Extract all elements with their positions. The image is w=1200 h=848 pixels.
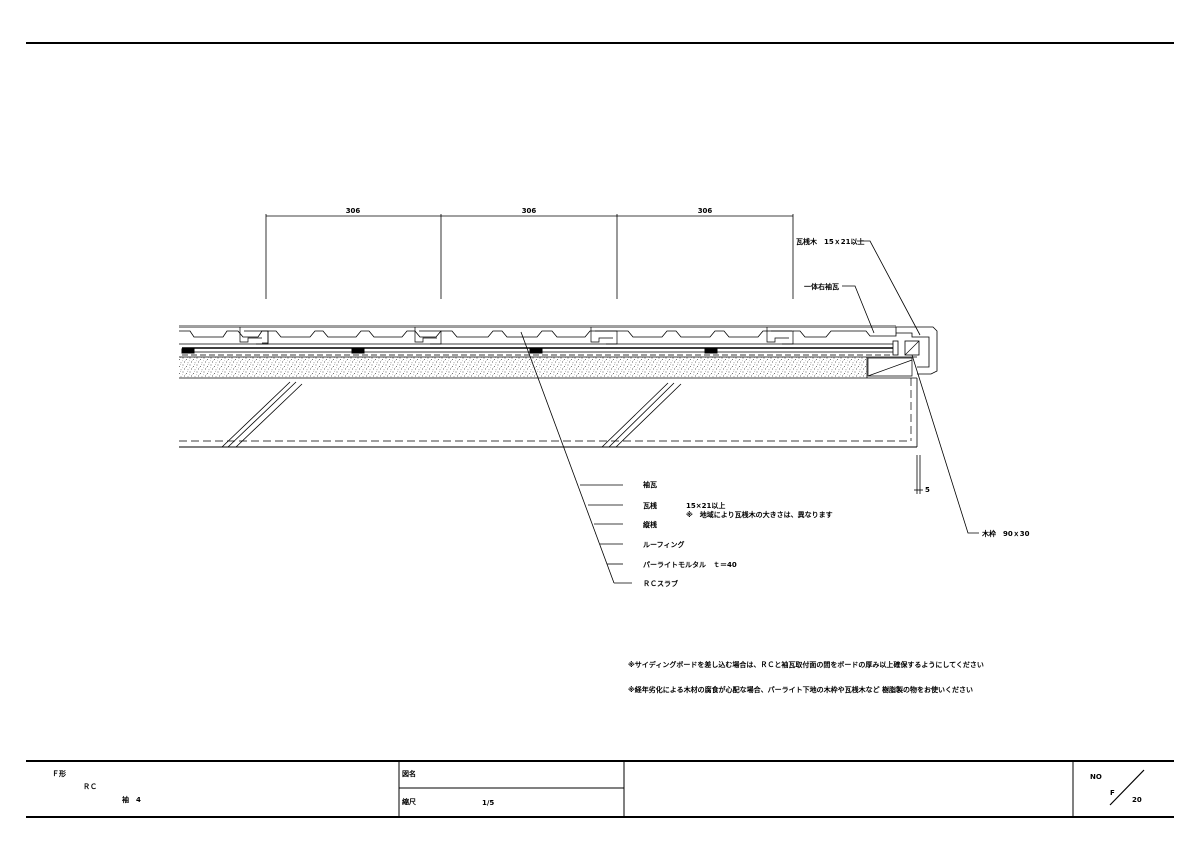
layer-label-sodegawara: 袖瓦 (642, 480, 657, 489)
tile-wave-profile (179, 330, 792, 344)
leader-lines-right (842, 240, 979, 534)
layer-label-kawarasan-note: ※ 地域により瓦桟木の大きさは、異なります (686, 510, 833, 519)
scale-value: 1/5 (482, 799, 494, 807)
dimension-group (265, 214, 794, 299)
sheet-number: 20 (1132, 796, 1142, 804)
dimension-306-c: 306 (698, 207, 713, 215)
drawing-name-label: 図名 (402, 769, 416, 778)
batten-layer (179, 340, 899, 356)
sheet-number-slash (1109, 769, 1145, 806)
scale-label: 縮尺 (402, 797, 416, 806)
wood-frame (867, 357, 913, 377)
callout-wakugi: 木枠 90ｘ30 (981, 529, 1030, 538)
layer-label-rc-slab: ＲＣスラブ (643, 579, 678, 588)
leader-lines-layers (520, 331, 632, 584)
sheet-prefix: F (1110, 789, 1115, 797)
title-block (26, 760, 1174, 818)
note-wood-corrosion: ※経年劣化による木材の腐食が心配な場合、パーライト下地の木枠や瓦桟木など 樹脂製… (628, 685, 973, 694)
layer-label-tatesan: 縦桟 (643, 520, 657, 529)
layer-label-kawarasan-size: 15×21以上 (686, 501, 725, 510)
callout-ittai-sodegawara: 一体右袖瓦 (804, 282, 839, 291)
sheet-no-label: NO (1090, 773, 1102, 781)
layer-label-roofing: ルーフィング (643, 540, 684, 549)
verge-tile (793, 326, 938, 375)
note-siding-board: ※サイディングボードを差し込む場合は、ＲＣと袖瓦取付面の間をボードの厚み以上確保… (628, 660, 984, 669)
dimension-306-a: 306 (346, 207, 361, 215)
title-structure: ＲＣ (83, 782, 97, 791)
layer-label-kawarasan: 瓦桟 (643, 501, 657, 510)
callout-kawara-sangi: 瓦桟木 15ｘ21以上 (796, 237, 864, 246)
gap-dimension-5: 5 (925, 486, 930, 494)
title-shape-label: Ｆ形 (52, 769, 66, 778)
layer-label-perlite-mortar: パーライトモルタル ｔ＝40 (643, 560, 737, 569)
rc-slab-layer (179, 378, 923, 494)
dimension-306-b: 306 (522, 207, 537, 215)
perlite-mortar-layer (179, 356, 917, 379)
title-sode: 袖 4 (121, 795, 141, 804)
